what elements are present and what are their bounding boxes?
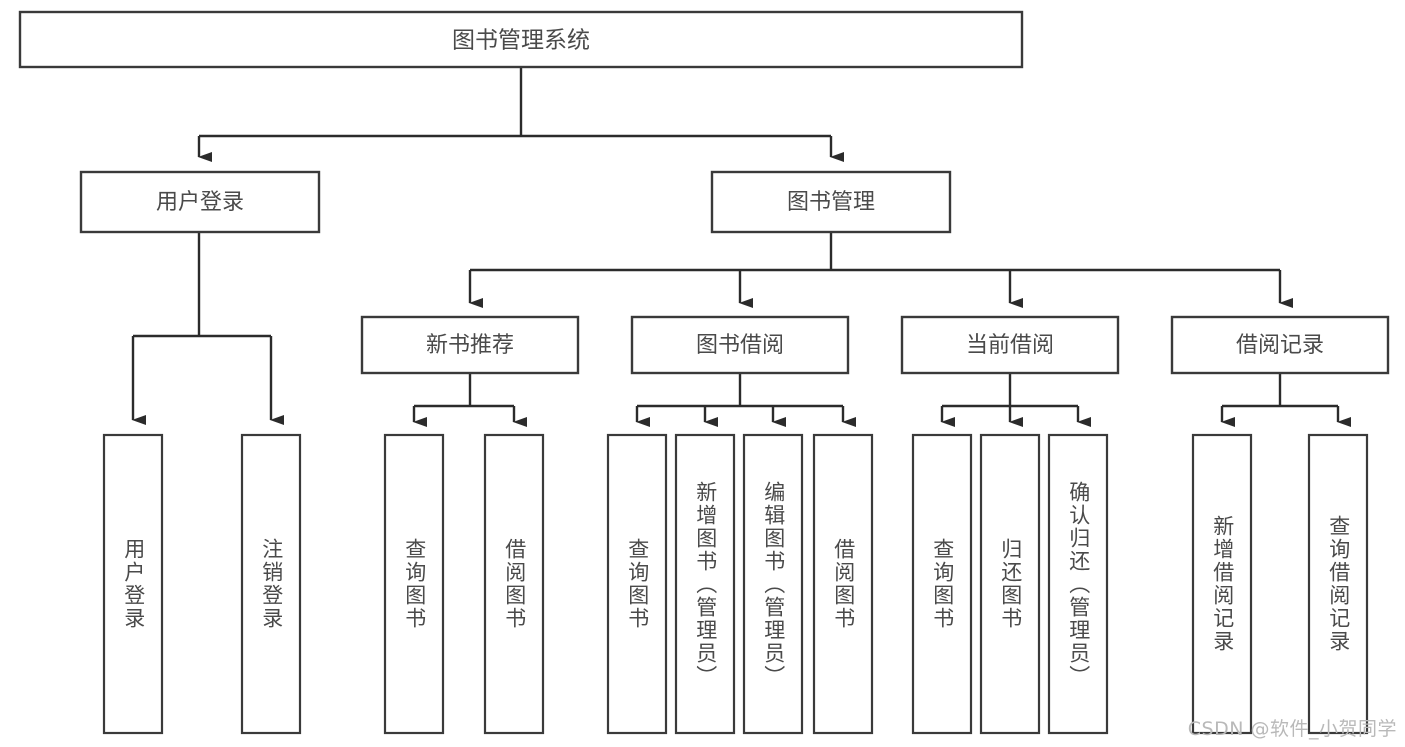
leaf-box-user-login[interactable]: [102, 433, 164, 735]
node-图书管理[interactable]: 图书管理: [710, 170, 952, 234]
leaf-box-borrow-book-newbook[interactable]: [483, 433, 545, 735]
leaf-box-return-book[interactable]: [979, 433, 1041, 735]
watermark: CSDN @软件_小贺同学: [1187, 718, 1397, 740]
leaf-box-logout[interactable]: [240, 433, 302, 735]
leaf-layer: [102, 433, 1369, 735]
node-当前借阅[interactable]: 当前借阅: [900, 315, 1120, 375]
leaf-box-confirm-return-admin[interactable]: [1047, 433, 1109, 735]
connector-layer: [131, 67, 1351, 427]
leaf-box-borrow-book[interactable]: [812, 433, 874, 735]
leaf-box-query-book-current[interactable]: [911, 433, 973, 735]
leaf-box-add-borrow-record[interactable]: [1191, 433, 1253, 735]
node-box-root[interactable]: [18, 10, 1024, 69]
node-图书借阅[interactable]: 图书借阅: [630, 315, 850, 375]
leaf-box-query-book-newbook[interactable]: [383, 433, 445, 735]
leaf-box-query-book-borrow[interactable]: [606, 433, 668, 735]
node-label-root: 图书管理系统: [452, 28, 590, 54]
node-用户登录[interactable]: 用户登录: [79, 170, 321, 234]
node-box-new-book-recommend[interactable]: [360, 315, 580, 375]
node-label-new-book-recommend: 新书推荐: [426, 333, 514, 358]
node-label-current-borrow: 当前借阅: [966, 333, 1054, 358]
leaf-box-query-borrow-record[interactable]: [1307, 433, 1369, 735]
node-box-current-borrow[interactable]: [900, 315, 1120, 375]
node-box-borrow-record[interactable]: [1170, 315, 1390, 375]
leaf-box-add-book-admin[interactable]: [674, 433, 736, 735]
node-新书推荐[interactable]: 新书推荐: [360, 315, 580, 375]
node-label-book-borrow: 图书借阅: [696, 333, 784, 358]
node-box-book-borrow[interactable]: [630, 315, 850, 375]
node-box-book-management[interactable]: [710, 170, 952, 234]
node-label-borrow-record: 借阅记录: [1236, 333, 1324, 358]
node-label-book-management: 图书管理: [787, 190, 875, 215]
leaf-box-edit-book-admin[interactable]: [742, 433, 804, 735]
node-root-图书管理系统[interactable]: 图书管理系统: [18, 10, 1024, 69]
node-box-user-login[interactable]: [79, 170, 321, 234]
node-借阅记录[interactable]: 借阅记录: [1170, 315, 1390, 375]
node-label-user-login: 用户登录: [156, 190, 244, 215]
